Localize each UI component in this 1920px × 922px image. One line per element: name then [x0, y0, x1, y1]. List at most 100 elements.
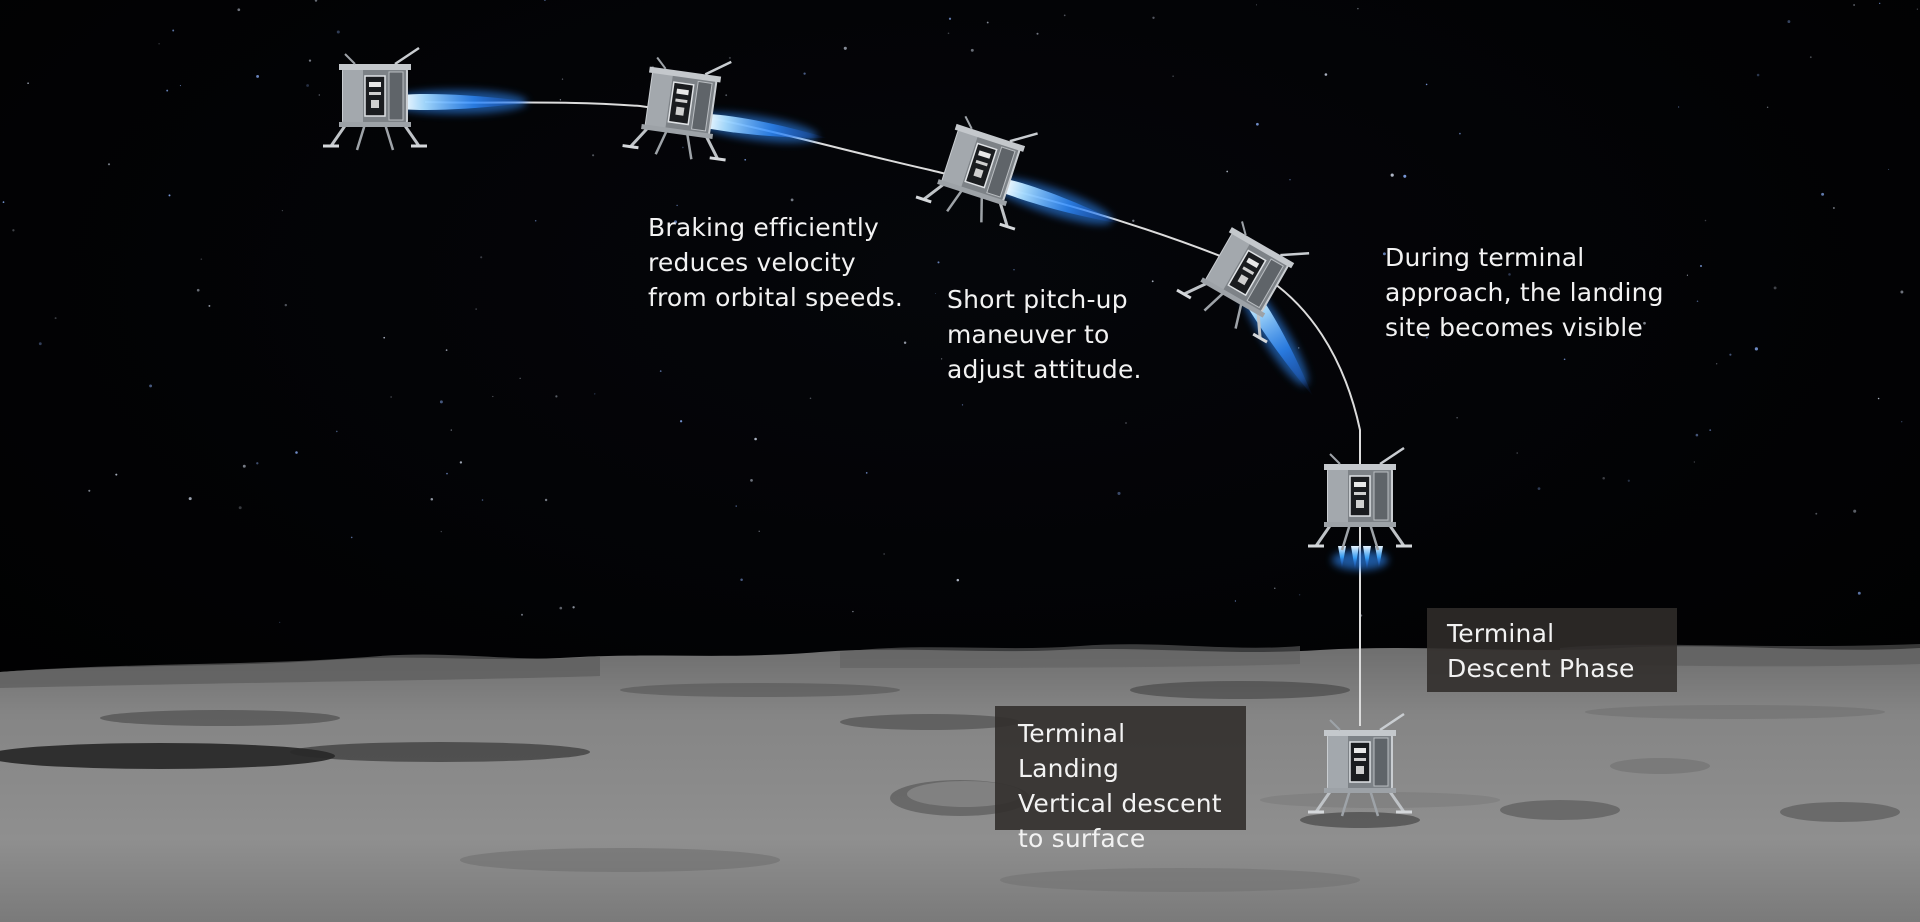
- star: [350, 536, 353, 539]
- star: [1916, 8, 1918, 10]
- star: [336, 30, 340, 34]
- star: [1132, 219, 1135, 222]
- star: [1459, 132, 1461, 135]
- star: [1696, 300, 1699, 303]
- star: [12, 229, 15, 232]
- star: [1787, 20, 1791, 24]
- star: [1036, 32, 1039, 35]
- star: [179, 85, 181, 87]
- star: [1403, 174, 1407, 178]
- star: [754, 437, 757, 441]
- star: [1516, 452, 1518, 454]
- star: [1678, 106, 1680, 108]
- star: [1699, 264, 1703, 268]
- star: [592, 154, 595, 157]
- lunar-surface: [0, 644, 1920, 922]
- star: [88, 489, 91, 492]
- star: [594, 393, 596, 395]
- star: [256, 462, 259, 465]
- star: [534, 220, 537, 222]
- star: [1900, 290, 1904, 294]
- star: [335, 430, 338, 433]
- star: [1729, 353, 1732, 356]
- star: [54, 317, 57, 320]
- star: [1256, 122, 1259, 126]
- star: [440, 530, 442, 533]
- star: [986, 21, 989, 24]
- star: [1563, 358, 1566, 361]
- caption-terminal-approach: During terminal approach, the landing si…: [1385, 243, 1664, 342]
- star: [308, 59, 312, 62]
- star: [1324, 73, 1328, 76]
- descent-trajectory: [424, 101, 1361, 726]
- star: [242, 464, 246, 468]
- star: [279, 621, 281, 623]
- star: [445, 349, 448, 351]
- star: [561, 78, 564, 80]
- star: [1013, 269, 1015, 271]
- star: [803, 72, 806, 75]
- star: [1226, 170, 1229, 173]
- star: [1255, 4, 1258, 6]
- star: [1152, 16, 1155, 19]
- star: [1289, 179, 1291, 181]
- star: [725, 94, 728, 97]
- star: [1686, 274, 1688, 276]
- star: [196, 288, 200, 292]
- star: [683, 257, 686, 260]
- star: [430, 497, 434, 501]
- star: [1888, 168, 1890, 170]
- star: [519, 377, 521, 379]
- star: [1754, 347, 1758, 351]
- star: [1390, 173, 1394, 177]
- star: [1117, 491, 1121, 495]
- star: [200, 258, 203, 260]
- star: [543, 0, 546, 1]
- star: [809, 397, 812, 400]
- star: [961, 404, 964, 406]
- star: [744, 158, 747, 161]
- star: [1643, 321, 1646, 325]
- star: [1172, 75, 1174, 77]
- star: [481, 499, 484, 501]
- star: [237, 8, 241, 12]
- star: [883, 553, 885, 555]
- star: [1297, 347, 1300, 349]
- star: [1704, 219, 1707, 222]
- star: [865, 472, 868, 474]
- star: [1151, 280, 1154, 283]
- star: [673, 220, 678, 224]
- star: [740, 578, 743, 582]
- star: [947, 32, 950, 35]
- caption-pitch-up: Short pitch-up maneuver to adjust attitu…: [947, 285, 1142, 384]
- star: [158, 43, 160, 45]
- star: [559, 99, 562, 101]
- star: [1756, 73, 1760, 77]
- star: [790, 198, 794, 202]
- star: [1298, 594, 1301, 596]
- star: [208, 304, 211, 307]
- star: [1832, 207, 1835, 209]
- star: [956, 578, 960, 582]
- star: [544, 498, 548, 502]
- star: [188, 497, 192, 501]
- lander-landed: [1300, 712, 1420, 828]
- star: [2, 201, 5, 203]
- star: [934, 293, 936, 294]
- caption-terminal-descent: Terminal Descent Phase: [1427, 608, 1677, 692]
- star: [679, 420, 683, 423]
- star: [1067, 362, 1069, 364]
- star: [1853, 4, 1856, 6]
- star: [318, 94, 320, 96]
- star: [1234, 600, 1236, 602]
- star: [1425, 336, 1428, 339]
- star: [843, 46, 847, 50]
- star: [1815, 512, 1818, 515]
- star: [27, 82, 29, 85]
- star: [521, 613, 523, 616]
- star: [1425, 83, 1428, 86]
- star: [555, 395, 558, 398]
- star: [937, 261, 940, 264]
- star: [439, 400, 443, 404]
